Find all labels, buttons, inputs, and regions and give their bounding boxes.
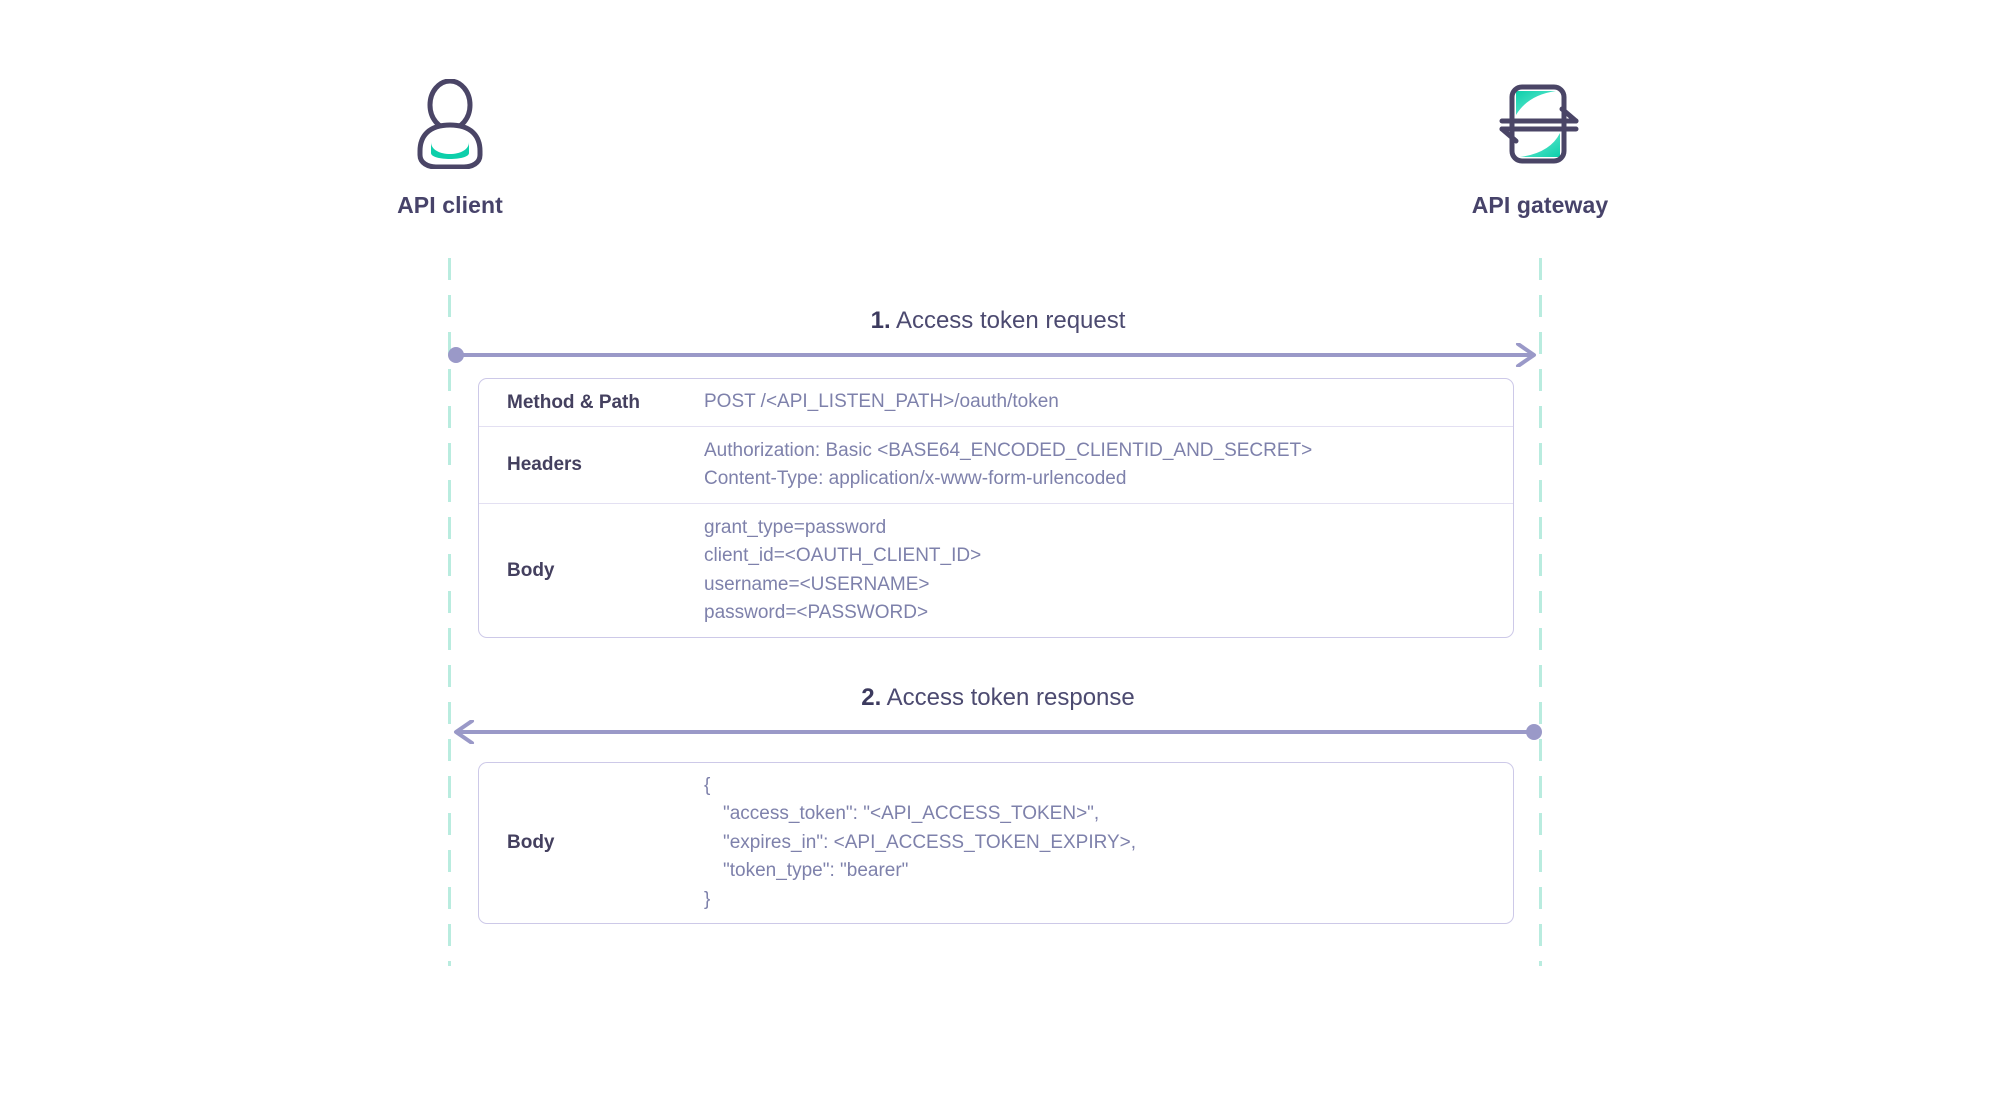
response-details-table: Body { "access_token": "<API_ACCESS_TOKE… — [478, 762, 1514, 924]
table-row: Headers Authorization: Basic <BASE64_ENC… — [479, 427, 1513, 504]
value-line: "token_type": "bearer" — [723, 860, 909, 882]
table-row: Body grant_type=password client_id=<OAUT… — [479, 504, 1513, 637]
step-caption-2: 2. Access token response — [448, 684, 1548, 712]
row-value-body: grant_type=password client_id=<OAUTH_CLI… — [704, 514, 1513, 628]
lifeline-api-gateway — [1539, 258, 1542, 966]
row-label-body: Body — [507, 559, 555, 581]
value-line: grant_type=password — [704, 516, 887, 538]
step-label-1: Access token request — [895, 307, 1126, 334]
message-arrow-request — [448, 343, 1542, 367]
row-value-response-body: { "access_token": "<API_ACCESS_TOKEN>", … — [704, 772, 1513, 915]
api-gateway-exchange-icon — [1400, 78, 1680, 170]
message-arrow-response — [448, 720, 1542, 744]
value-line: "access_token": "<API_ACCESS_TOKEN>", — [723, 803, 1100, 825]
row-label-method-path: Method & Path — [507, 391, 640, 413]
value-line: Authorization: Basic <BASE64_ENCODED_CLI… — [704, 439, 1313, 461]
value-line: POST /<API_LISTEN_PATH>/oauth/token — [704, 391, 1059, 413]
actor-label-api-gateway: API gateway — [1471, 192, 1609, 218]
value-line: } — [704, 888, 711, 910]
step-number-2: 2. — [861, 684, 882, 711]
value-line: "expires_in": <API_ACCESS_TOKEN_EXPIRY>, — [723, 831, 1137, 853]
value-line: { — [704, 774, 711, 796]
lifeline-api-client — [448, 258, 451, 966]
row-value-method-path: POST /<API_LISTEN_PATH>/oauth/token — [704, 388, 1513, 417]
actor-api-client: API client — [310, 78, 590, 219]
value-line: Content-Type: application/x-www-form-url… — [704, 468, 1127, 489]
request-details-table: Method & Path POST /<API_LISTEN_PATH>/oa… — [478, 378, 1514, 638]
actor-label-api-client: API client — [397, 192, 503, 218]
value-line: username=<USERNAME> — [704, 573, 930, 595]
step-number-1: 1. — [870, 307, 891, 334]
table-row: Method & Path POST /<API_LISTEN_PATH>/oa… — [479, 379, 1513, 427]
step-caption-1: 1. Access token request — [448, 307, 1548, 335]
value-line: client_id=<OAUTH_CLIENT_ID> — [704, 545, 982, 566]
row-label-response-body: Body — [507, 832, 555, 853]
table-row: Body { "access_token": "<API_ACCESS_TOKE… — [479, 763, 1513, 923]
actor-api-gateway: API gateway — [1400, 78, 1680, 219]
user-person-icon — [310, 78, 590, 170]
step-label-2: Access token response — [886, 684, 1135, 711]
row-label-headers: Headers — [507, 454, 582, 475]
value-line: password=<PASSWORD> — [704, 602, 929, 623]
row-value-headers: Authorization: Basic <BASE64_ENCODED_CLI… — [704, 437, 1513, 494]
